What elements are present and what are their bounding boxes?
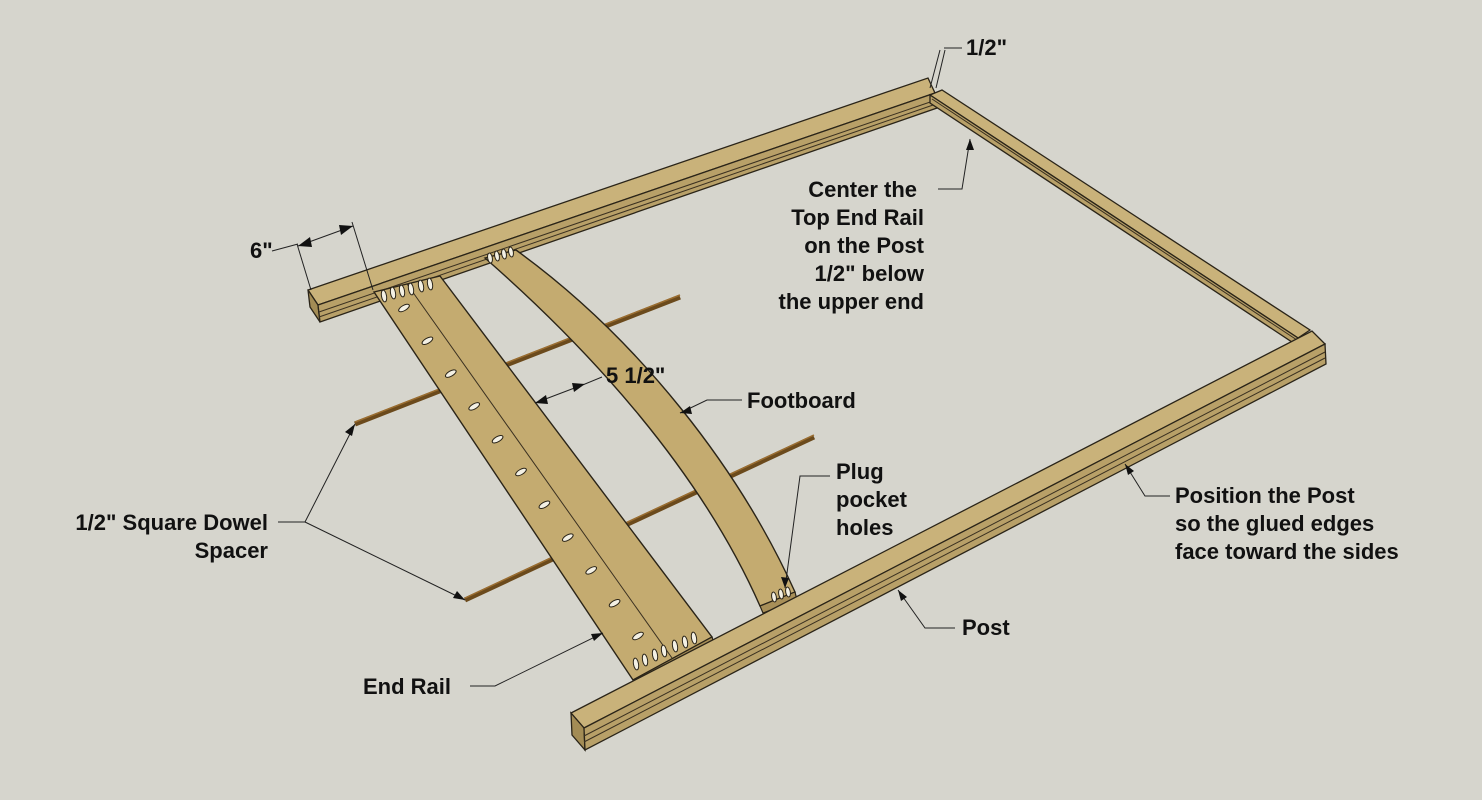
pocket-hole (785, 586, 791, 598)
label-center-line5: the upper end (779, 289, 924, 314)
pocket-hole (632, 631, 644, 641)
pocket-hole (508, 246, 514, 258)
label-end-rail: End Rail (363, 674, 451, 699)
pocket-hole (417, 279, 425, 293)
pocket-hole (494, 250, 500, 262)
pocket-hole (671, 639, 679, 653)
dimension-5-half-inch (534, 376, 603, 404)
pocket-hole (444, 369, 457, 378)
label-position-line3: face toward the sides (1175, 539, 1399, 564)
footboard-pocket-holes (487, 246, 791, 603)
pocket-hole (771, 591, 777, 603)
pocket-hole (468, 402, 481, 411)
end-rail-pocket-holes (380, 277, 698, 671)
label-plug-line2: pocket (836, 487, 908, 512)
pocket-hole (515, 467, 527, 477)
pocket-hole (380, 289, 388, 303)
pocket-hole (681, 635, 689, 649)
end-rail (372, 275, 715, 689)
pocket-hole (660, 644, 668, 658)
label-6-inch: 6" (250, 238, 273, 263)
dimension-6-inch (271, 221, 374, 291)
pocket-hole (585, 566, 598, 575)
pocket-hole (389, 286, 397, 300)
pocket-hole (398, 284, 406, 298)
label-position-line2: so the glued edges (1175, 511, 1374, 536)
label-position-line1: Position the Post (1175, 483, 1355, 508)
label-half-inch: 1/2" (966, 35, 1007, 60)
label-center-line3: on the Post (804, 233, 924, 258)
label-dowel-line1: 1/2" Square Dowel (75, 510, 268, 535)
pocket-hole (608, 598, 621, 608)
pocket-hole (632, 657, 640, 671)
pocket-hole (398, 303, 410, 313)
label-plug-line3: holes (836, 515, 893, 540)
pocket-hole (690, 631, 698, 645)
pocket-hole (641, 653, 649, 667)
label-dowel-line2: Spacer (195, 538, 269, 563)
dowel-spacer-upper (354, 294, 681, 427)
label-plug-line1: Plug (836, 459, 884, 484)
top-end-rail (928, 89, 1312, 348)
pocket-hole (491, 434, 504, 444)
pocket-hole (538, 500, 551, 510)
label-footboard: Footboard (747, 388, 856, 413)
pocket-hole (426, 277, 434, 291)
pocket-hole (407, 282, 415, 296)
dowel-spacer-lower (463, 434, 816, 603)
pocket-hole (651, 648, 659, 662)
label-center-line2: Top End Rail (791, 205, 924, 230)
label-center-line4: 1/2" below (815, 261, 925, 286)
label-post: Post (962, 615, 1010, 640)
label-5-half-inch: 5 1/2" (606, 363, 665, 388)
bottom-post (569, 330, 1327, 752)
pocket-hole (487, 252, 493, 264)
leader-lines (278, 138, 1170, 687)
label-center-line1: Center the (808, 177, 917, 202)
dimension-half-inch (929, 47, 962, 89)
pocket-hole (501, 248, 507, 260)
pocket-hole (778, 588, 784, 600)
pocket-hole (421, 336, 434, 346)
pocket-hole (561, 533, 574, 542)
